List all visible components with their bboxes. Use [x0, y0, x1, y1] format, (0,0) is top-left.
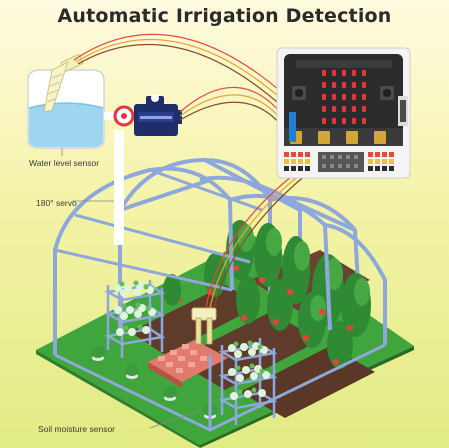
- pin-headers: [284, 152, 394, 172]
- led-matrix: [322, 70, 366, 124]
- soil-moisture-sensor-label: Soil moisture sensor: [38, 424, 116, 434]
- greenhouse-frame-front: [53, 166, 387, 432]
- soil-moisture-sensor: [191, 307, 217, 345]
- button-b: [380, 86, 394, 100]
- water-level-sensor-label: Water level sensor: [29, 158, 100, 168]
- page-title: Automatic Irrigation Detection: [57, 5, 392, 27]
- label-leaders: [61, 148, 201, 429]
- button-a: [292, 86, 306, 100]
- sensor-wires: [73, 33, 313, 309]
- servo-motor: [113, 94, 182, 136]
- connector-right: [398, 96, 408, 126]
- water-tank: [27, 69, 105, 149]
- seedling-tray: [148, 340, 228, 388]
- water-pipe: [104, 112, 124, 245]
- edge-connector: [284, 128, 403, 146]
- microbit-board: [276, 47, 411, 179]
- shelf-right: [218, 338, 278, 425]
- grass-platform-edge: [36, 350, 200, 448]
- servo-label: 180° servo: [36, 198, 77, 208]
- shelf-left: [104, 280, 166, 358]
- tomato-plants: [163, 220, 371, 369]
- potted-seedlings: [91, 346, 217, 419]
